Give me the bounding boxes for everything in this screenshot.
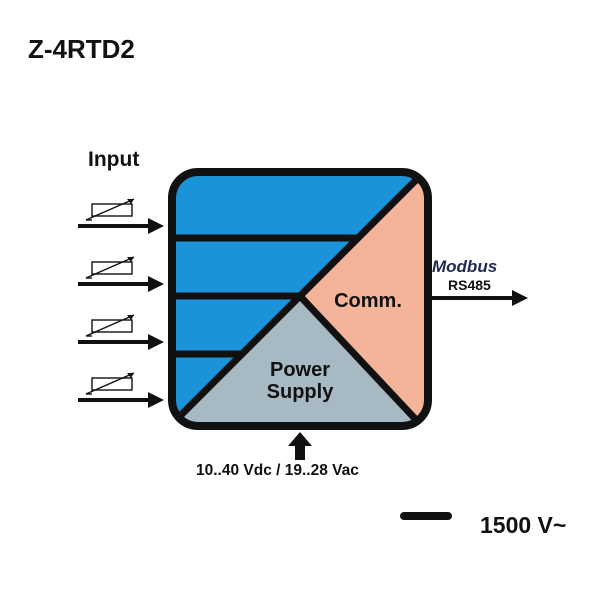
power-supply-spec: 10..40 Vdc / 19..28 Vac [196, 462, 359, 479]
input-channel [78, 198, 164, 234]
comm-label: Comm. [334, 290, 402, 312]
module-outline [168, 168, 432, 430]
model-title: Z-4RTD2 [28, 34, 135, 64]
input-arrowhead [148, 392, 164, 408]
comm-section [300, 176, 428, 426]
input-arrowhead [148, 276, 164, 292]
rtd-sensor-icon [85, 256, 135, 279]
power-section [172, 296, 420, 426]
output-arrow [432, 290, 528, 306]
input-label: Input [88, 148, 140, 171]
input-arrowhead [148, 334, 164, 350]
rs485-label: RS485 [448, 277, 491, 293]
module-body [172, 172, 428, 426]
input-channels [78, 198, 164, 408]
input-arrowhead [148, 218, 164, 234]
rtd-sensor-icon [85, 314, 135, 337]
modbus-logo: Modbus [432, 257, 497, 276]
power-label-line1: Power [270, 359, 330, 381]
rtd-sensor-icon [85, 372, 135, 395]
input-channel [78, 256, 164, 292]
power-input-arrow [288, 432, 312, 460]
isolation-voltage: 1500 V~ [480, 512, 567, 538]
power-label-line2: Supply [267, 381, 335, 403]
input-channel [78, 372, 164, 408]
diagonal-divider [297, 293, 423, 426]
isolation-symbol [400, 512, 452, 520]
input-channel [78, 314, 164, 350]
rtd-sensor-icon [85, 198, 135, 221]
